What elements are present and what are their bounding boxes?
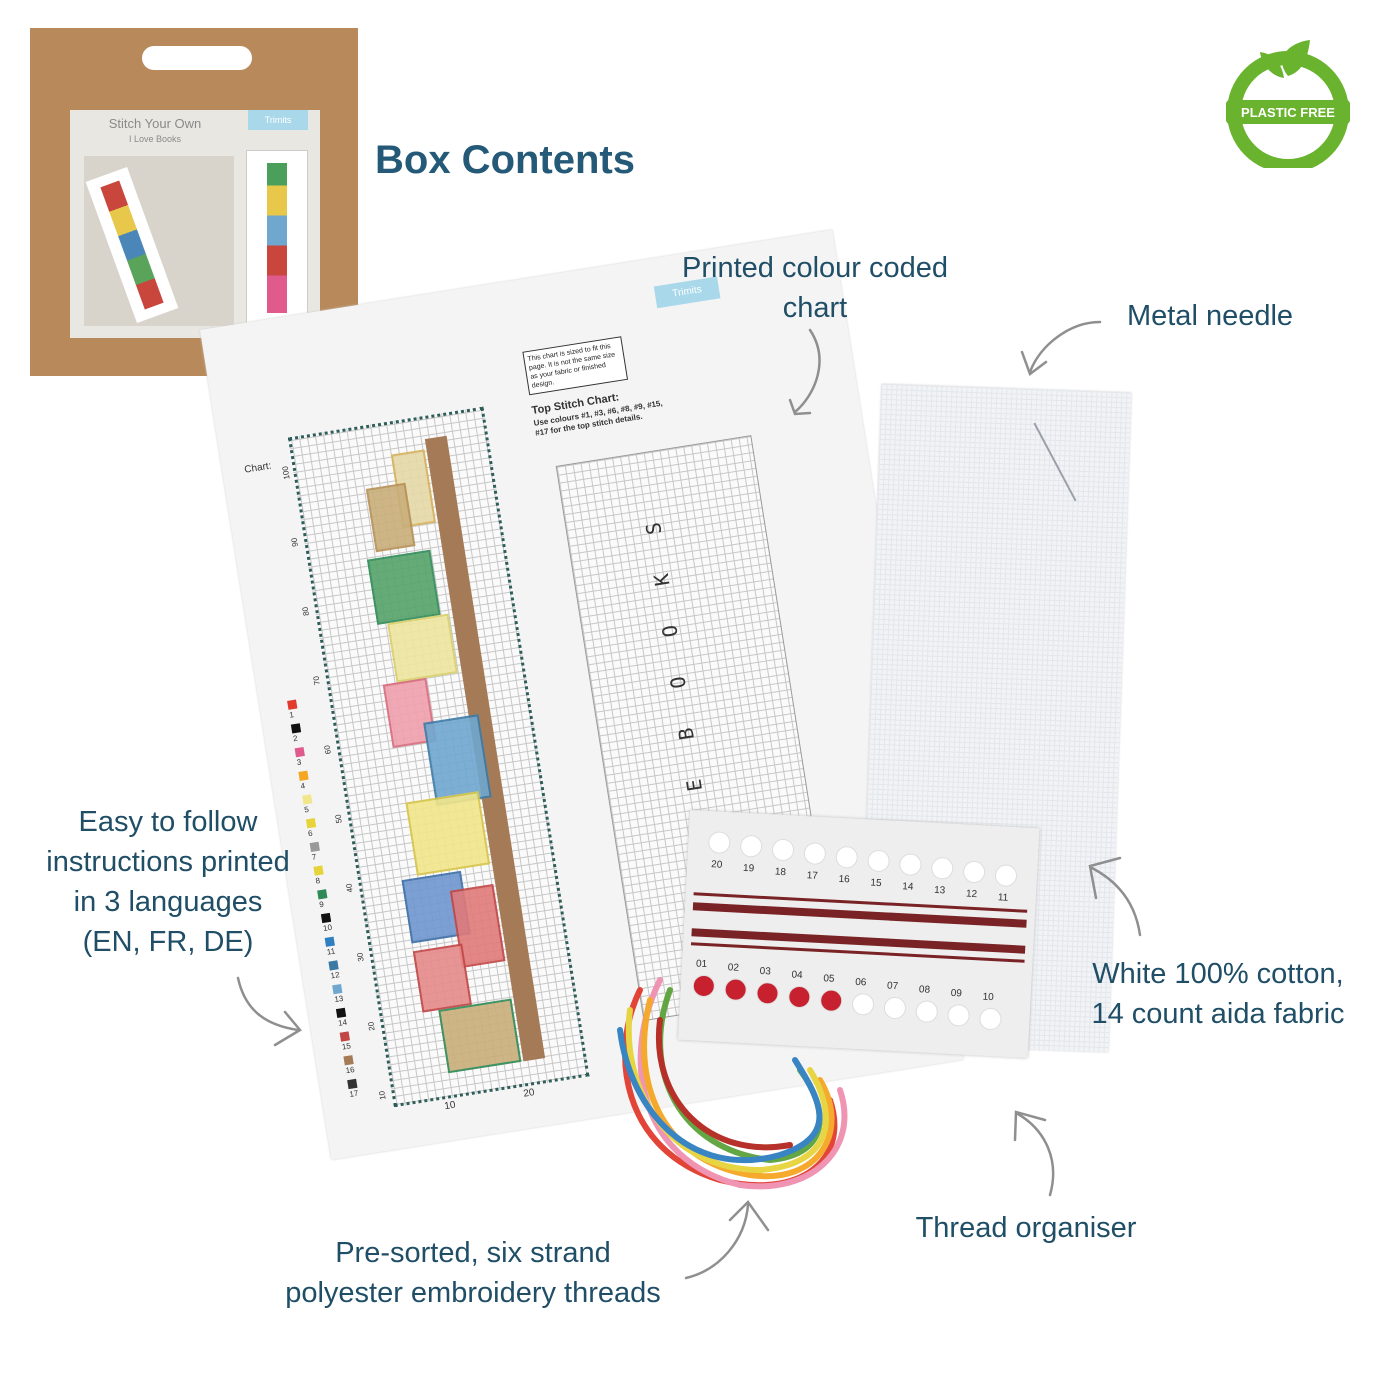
- arrow-chart: [793, 328, 821, 414]
- thread-strand: [617, 1027, 823, 1164]
- arrow-head: [1020, 350, 1048, 377]
- caption-line: White 100% cotton,: [1092, 958, 1344, 990]
- box-contents-heading: Box Contents: [375, 138, 635, 182]
- badge-bottom-text: PACKAGING: [1255, 135, 1321, 147]
- arrow-head: [273, 1010, 302, 1047]
- package-title: Stitch Your Own: [108, 116, 202, 131]
- hanger-hole: [142, 46, 252, 70]
- caption-line: Easy to follow: [78, 806, 258, 838]
- arrow-head: [728, 1200, 770, 1232]
- caption-line: instructions printed: [46, 846, 290, 878]
- arrow-instructions: [236, 976, 300, 1032]
- caption-chart: Printed colour coded chart: [640, 248, 990, 328]
- thread-strand: [641, 997, 835, 1180]
- package-brand-label: Trimits: [248, 110, 308, 130]
- arrow-head: [1013, 1110, 1047, 1142]
- arrow-head: [1088, 856, 1122, 900]
- arrow-head: [788, 398, 812, 416]
- caption-threads: Pre-sorted, six strand polyester embroid…: [250, 1233, 696, 1313]
- package-subtitle: I Love Books: [128, 134, 182, 144]
- caption-fabric: White 100% cotton, 14 count aida fabric: [1062, 954, 1374, 1034]
- caption-needle: Metal needle: [1100, 296, 1320, 336]
- caption-line: in 3 languages: [73, 886, 263, 918]
- caption-instructions: Easy to follow instructions printed in 3…: [20, 802, 316, 962]
- caption-line: polyester embroidery threads: [285, 1277, 661, 1309]
- caption-line: (EN, FR, DE): [82, 926, 254, 958]
- thread-strand: [625, 1007, 829, 1174]
- caption-line: Pre-sorted, six strand: [335, 1237, 611, 1269]
- caption-line: Metal needle: [1126, 300, 1294, 332]
- caption-line: 14 count aida fabric: [1091, 998, 1345, 1030]
- leaf-icon: [1282, 40, 1310, 76]
- arrow-needle: [1028, 320, 1102, 374]
- caption-organiser: Thread organiser: [895, 1208, 1157, 1248]
- caption-line: chart: [782, 292, 848, 324]
- badge-top-text: PLASTIC FREE: [1241, 105, 1335, 120]
- arrow-fabric: [1090, 866, 1142, 937]
- thread-strand: [637, 977, 848, 1190]
- arrow-organiser: [1016, 1112, 1055, 1197]
- caption-line: Thread organiser: [915, 1212, 1137, 1244]
- leaf-icon-small: [1260, 52, 1284, 78]
- badge-band: [1226, 100, 1350, 124]
- arrow-threads: [684, 1203, 750, 1280]
- thread-strand: [655, 1017, 793, 1151]
- plastic-free-badge: PLASTIC FREE PACKAGING: [1226, 40, 1350, 168]
- caption-line: Printed colour coded: [682, 252, 948, 284]
